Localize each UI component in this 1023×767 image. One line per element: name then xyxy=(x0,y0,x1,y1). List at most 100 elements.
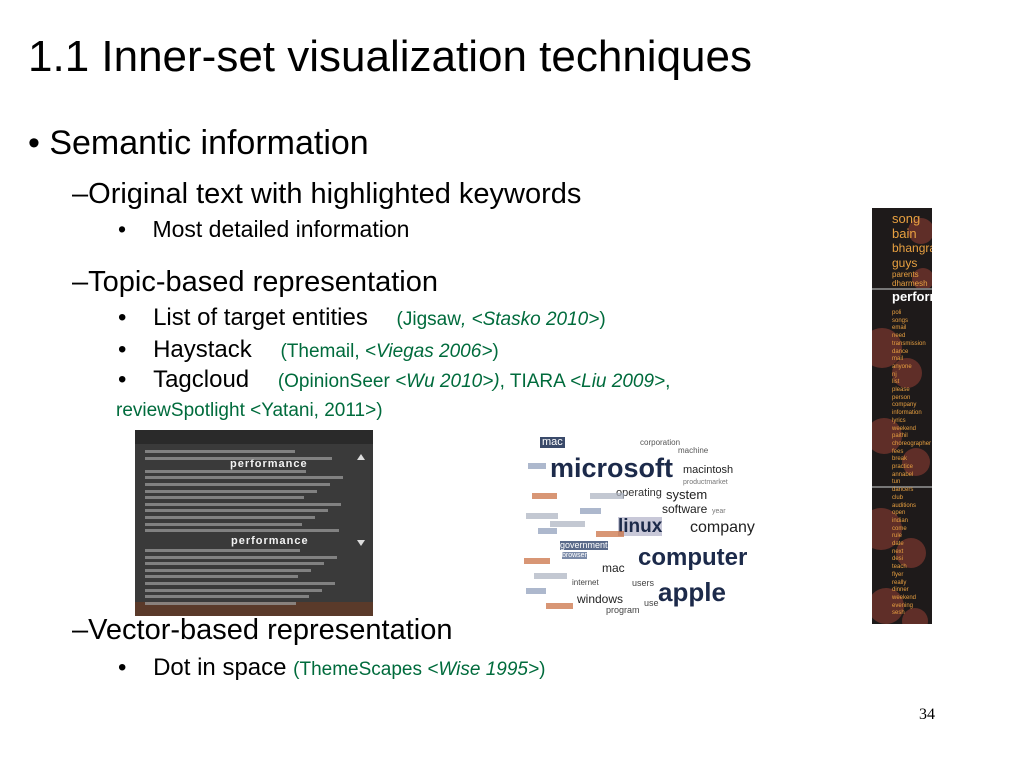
subitem-most-detailed-label: Most detailed information xyxy=(152,216,410,242)
haystack-word: fees xyxy=(892,448,904,455)
doc-toolbar xyxy=(135,430,373,444)
bullet: • xyxy=(118,654,127,681)
slide-title: 1.1 Inner-set visualization techniques xyxy=(28,32,752,81)
page-number: 34 xyxy=(919,706,935,723)
subitem-haystack-label: Haystack xyxy=(153,336,252,363)
divider xyxy=(872,288,932,290)
tag-word: operating xyxy=(616,487,662,499)
subitem-dot-in-space-label: Dot in space xyxy=(153,654,287,681)
keyword-highlight: performance xyxy=(230,458,308,470)
tag-word: program xyxy=(606,605,640,615)
activity-circle xyxy=(872,418,902,454)
text-line xyxy=(145,529,339,533)
haystack-word: choreographer xyxy=(892,440,932,447)
citation-opinionseer: (OpinionSeer <Wu 2010>), TIARA <Liu 2009… xyxy=(277,371,671,392)
text-line xyxy=(145,595,309,599)
themail-visualization: song bain bhangra guys parents dharmesh … xyxy=(872,208,932,624)
document-keyword-screenshot: performance performance xyxy=(135,430,373,616)
tag-word: use xyxy=(644,598,659,608)
tag-word: windows xyxy=(577,592,624,606)
haystack-word: bain xyxy=(892,226,917,241)
bullet: • xyxy=(118,366,127,393)
haystack-word: desi xyxy=(892,556,904,563)
haystack-word: auditions xyxy=(892,502,917,509)
keyword-highlight: performance xyxy=(231,535,309,547)
text-line xyxy=(145,469,306,473)
haystack-word: nj xyxy=(892,371,897,378)
tag-minor-word xyxy=(528,463,546,469)
tag-word: mac xyxy=(540,436,565,448)
haystack-word: indian xyxy=(892,517,909,524)
text-line xyxy=(145,562,324,566)
haystack-word: need xyxy=(892,333,906,340)
tag-word: macintosh xyxy=(683,464,734,476)
text-line xyxy=(145,476,343,480)
activity-circle xyxy=(908,218,932,244)
tag-minor-word xyxy=(546,603,573,609)
haystack-word: sesh xyxy=(892,610,905,617)
text-line xyxy=(145,582,335,585)
haystack-word: email xyxy=(892,325,907,332)
citation-themail: (Themail, <Viegas 2006>) xyxy=(280,341,499,362)
tag-word: apple xyxy=(658,577,726,607)
activity-circle xyxy=(892,358,922,388)
tag-minor-word xyxy=(596,531,624,537)
dash: – xyxy=(72,178,89,210)
subitem-haystack: • Haystack (Themail, <Viegas 2006>) xyxy=(118,336,499,364)
haystack-word: person xyxy=(892,394,911,401)
tag-word: system xyxy=(666,487,708,502)
citation-jigsaw: (Jigsaw, <Stasko 2010>) xyxy=(396,309,606,330)
text-line xyxy=(145,483,330,486)
activity-circle xyxy=(902,448,930,476)
text-line xyxy=(145,568,311,572)
subitem-tagcloud-label: Tagcloud xyxy=(153,366,250,393)
haystack-word: transmission xyxy=(892,340,926,347)
haystack-word: parents xyxy=(892,270,919,279)
tag-minor-word xyxy=(526,513,558,519)
activity-circle xyxy=(896,538,926,568)
tag-minor-word xyxy=(590,493,624,499)
haystack-word: come xyxy=(892,525,907,532)
bullet: • xyxy=(118,336,127,363)
subitem-list-entities: • List of target entities (Jigsaw, <Stas… xyxy=(118,304,606,332)
haystack-word: lyrics xyxy=(892,417,906,424)
activity-circle xyxy=(912,268,932,290)
divider xyxy=(872,486,932,488)
haystack-word: poli xyxy=(892,310,902,316)
haystack-word: annabel xyxy=(892,471,914,478)
subitem-dot-in-space: • Dot in space (ThemeScapes <Wise 1995>) xyxy=(118,654,545,682)
tag-word: linux xyxy=(618,516,663,537)
item-topic-based: –Topic-based representation xyxy=(72,266,438,299)
activity-circle xyxy=(872,588,904,624)
dash: – xyxy=(72,266,89,298)
item-vector-based: –Vector-based representation xyxy=(72,614,452,647)
text-line xyxy=(145,502,341,506)
text-line xyxy=(145,522,302,526)
haystack-word: weekend xyxy=(892,425,917,432)
haystack-word: paithil xyxy=(892,433,908,440)
tag-minor-word xyxy=(580,508,601,514)
tag-minor-word xyxy=(538,528,557,534)
bullet: • xyxy=(118,304,127,331)
haystack-word: please xyxy=(892,387,910,393)
tag-word: browser xyxy=(562,552,587,559)
text-line xyxy=(145,450,295,453)
haystack-word: flyer xyxy=(892,571,904,578)
tag-minor-word xyxy=(532,493,557,499)
item-vector-based-label: Vector-based representation xyxy=(88,614,453,646)
item-original-text-label: Original text with highlighted keywords xyxy=(88,178,582,210)
tag-word: users xyxy=(632,578,655,588)
tag-word: productmarket xyxy=(683,479,728,486)
bullet: • xyxy=(118,216,127,242)
haystack-word: dancers xyxy=(892,487,914,494)
haystack-word: date xyxy=(892,541,904,547)
subitem-list-entities-label: List of target entities xyxy=(153,304,368,331)
haystack-word: dance xyxy=(892,348,909,355)
text-line xyxy=(145,575,298,579)
haystack-word: club xyxy=(892,494,904,501)
scroll-up-icon xyxy=(357,454,365,460)
citation-themescapes: (ThemeScapes <Wise 1995>) xyxy=(293,659,546,680)
haystack-word: dharmesh xyxy=(892,279,928,288)
haystack-word: weekend xyxy=(892,594,917,601)
tag-word: year xyxy=(712,508,726,515)
